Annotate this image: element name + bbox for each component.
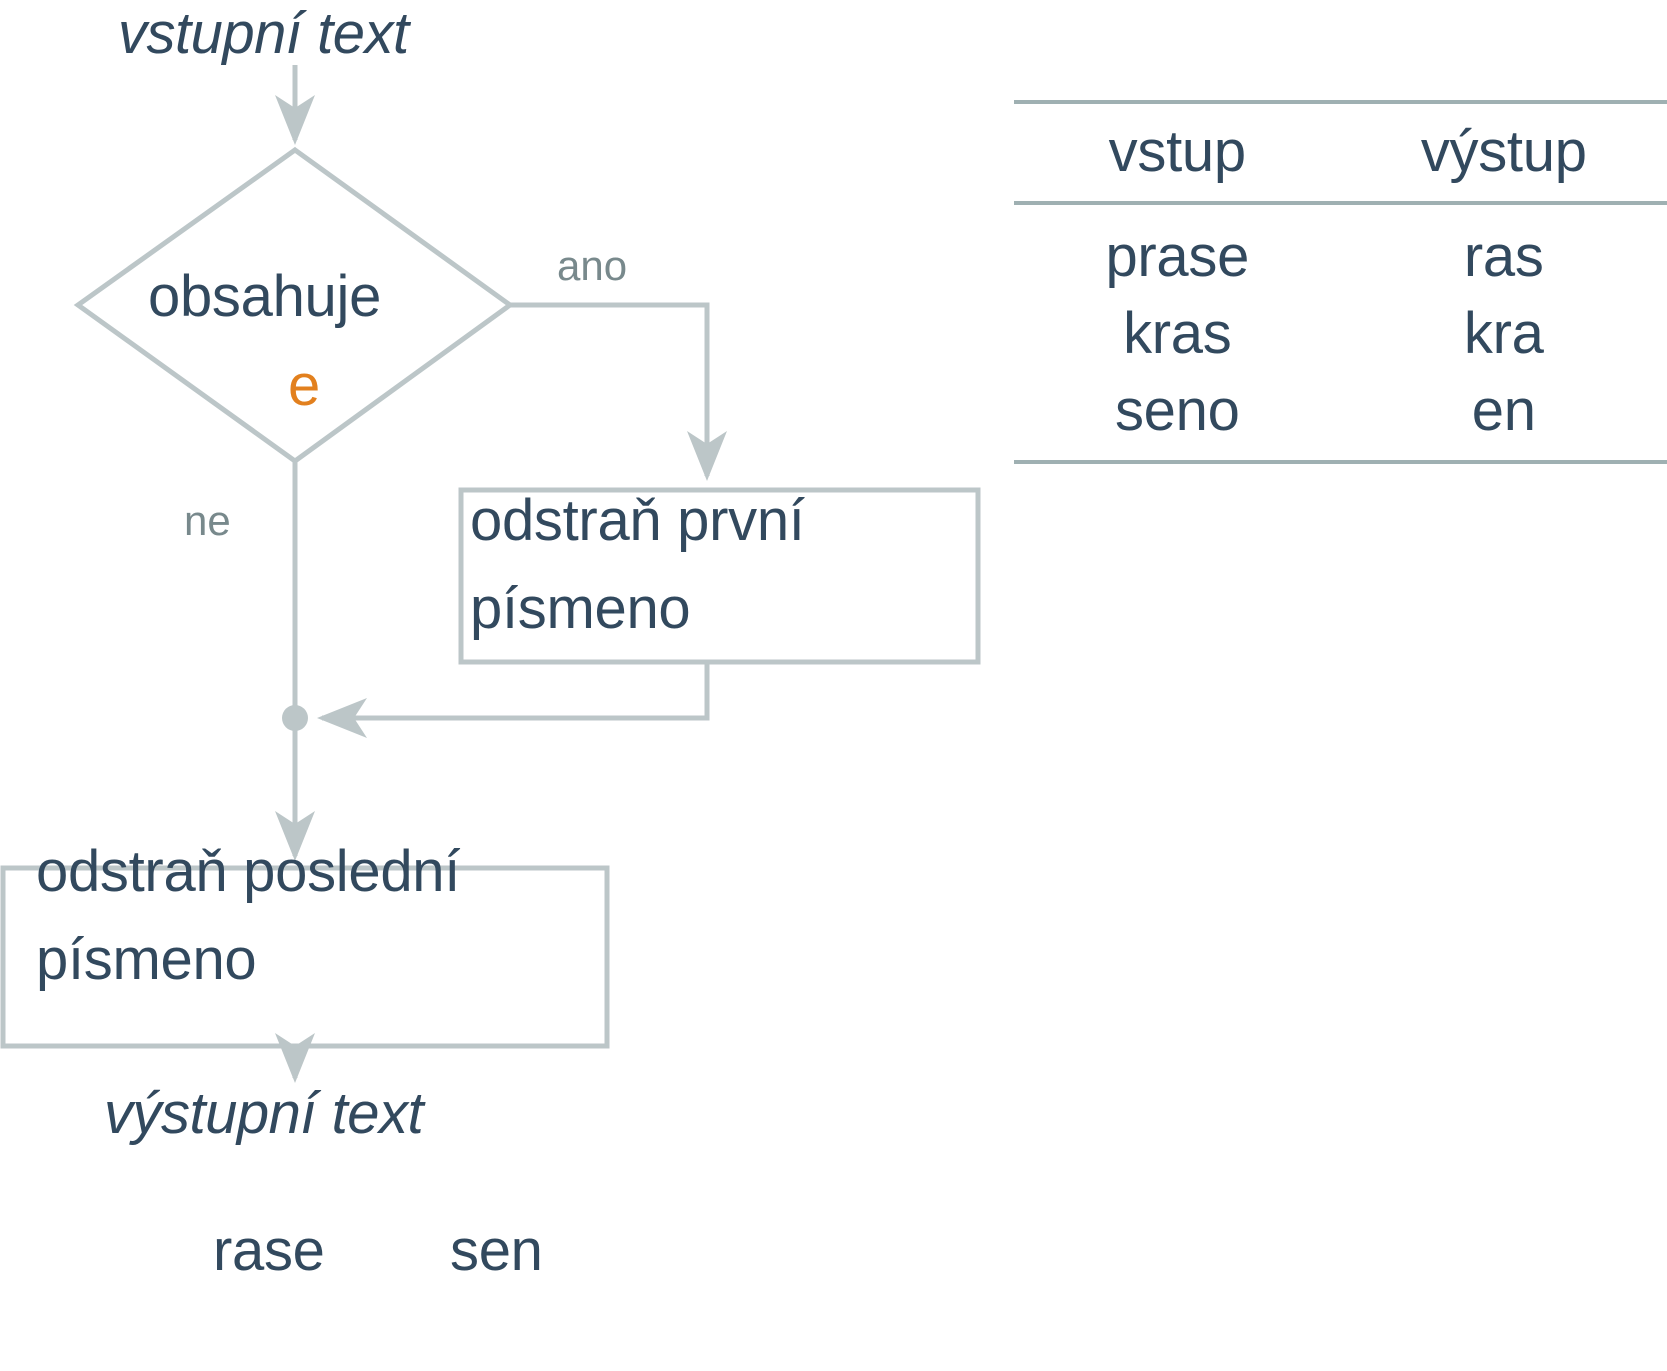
table-row: prase ras	[1014, 219, 1667, 296]
branch-label-no: ne	[184, 497, 231, 544]
remove-first-line-2: písmeno	[470, 576, 691, 641]
remove-first-line-1: odstraň první	[470, 488, 805, 553]
table-row: kras kra	[1014, 296, 1667, 373]
input-text-label: vstupní text	[118, 1, 409, 66]
table-cell-output: ras	[1463, 224, 1544, 289]
result-value-1: rase	[213, 1218, 325, 1283]
table-body: prase ras kras kra seno en	[1014, 205, 1667, 460]
decision-label: obsahuje	[148, 264, 382, 329]
table-header-output: výstup	[1420, 119, 1587, 184]
table-cell-output: en	[1471, 378, 1536, 443]
table-header-input: vstup	[1108, 119, 1246, 184]
table-cell-input: kras	[1123, 301, 1232, 366]
remove-last-line-1: odstraň poslední	[36, 839, 461, 904]
arrow-loop-back-to-junction	[317, 662, 710, 738]
table-rule-bottom	[1014, 460, 1667, 464]
examples-table: vstup výstup prase ras kras kra seno en	[1014, 100, 1667, 464]
result-value-2: sen	[450, 1218, 543, 1283]
table-cell-output: kra	[1463, 301, 1544, 366]
remove-last-line-2: písmeno	[36, 927, 257, 992]
branch-label-yes: ano	[557, 242, 628, 289]
arrow-yes-to-remove-first	[510, 302, 727, 481]
decision-accent-char: e	[288, 353, 320, 418]
table-rule-mid	[1014, 201, 1667, 205]
table-header-row: vstup výstup	[1014, 104, 1667, 201]
process-box-remove-first	[458, 487, 981, 665]
output-text-label: výstupní text	[104, 1081, 424, 1146]
table-cell-input: seno	[1114, 378, 1240, 443]
table-cell-input: prase	[1105, 224, 1250, 289]
table-row: seno en	[1014, 373, 1667, 450]
table-rule-top	[1014, 100, 1667, 104]
